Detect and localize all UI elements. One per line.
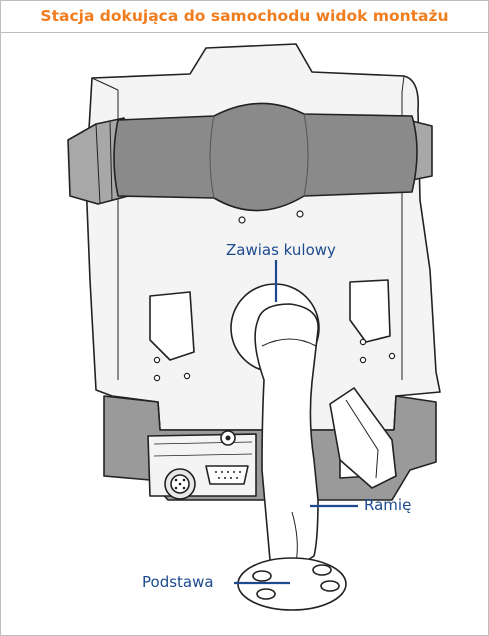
strap — [113, 102, 418, 212]
ball-joint-label: Zawias kulowy — [226, 241, 336, 259]
arm — [254, 303, 319, 571]
arm-label: Ramię — [364, 496, 412, 514]
diagram-title: Stacja dokująca do samochodu widok monta… — [40, 7, 449, 25]
arm-knob — [329, 387, 397, 489]
base-label: Podstawa — [142, 573, 214, 591]
title-bar: Stacja dokująca do samochodu widok monta… — [1, 1, 488, 33]
